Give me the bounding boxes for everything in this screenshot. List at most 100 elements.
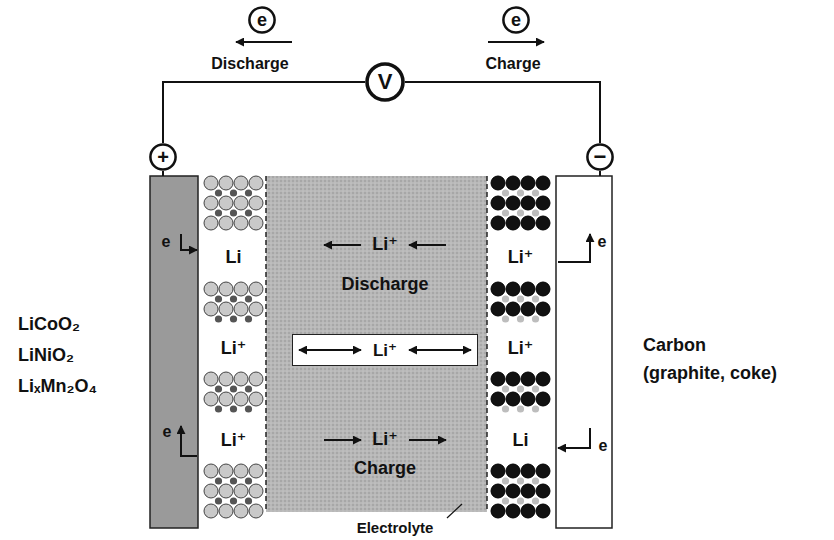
atom	[245, 189, 252, 196]
text-label: Charge	[485, 55, 540, 73]
atom	[536, 392, 550, 406]
atom	[491, 372, 505, 386]
atom	[219, 196, 233, 210]
text-label: Li⁺	[372, 235, 398, 255]
atom	[521, 196, 535, 210]
positive-collector	[150, 176, 198, 528]
text-label: e	[598, 233, 607, 251]
atom	[517, 295, 524, 302]
atom	[234, 176, 248, 190]
atom	[517, 189, 524, 196]
atom	[491, 196, 505, 210]
text-label: Charge	[354, 459, 416, 479]
text-label: LiCoO₂	[18, 315, 80, 335]
atom	[532, 209, 539, 216]
atom	[219, 282, 233, 296]
atom	[249, 392, 263, 406]
atom	[204, 196, 218, 210]
electron-arrow	[488, 41, 544, 43]
atom	[506, 392, 520, 406]
wire	[599, 171, 601, 176]
atom	[502, 315, 509, 322]
atom	[521, 484, 535, 498]
atom	[506, 484, 520, 498]
text-label: LiNiO₂	[18, 346, 74, 366]
atom	[234, 372, 248, 386]
ion-box: Li⁺	[292, 334, 478, 366]
atom	[521, 176, 535, 190]
negative-collector	[556, 176, 612, 528]
atom	[234, 302, 248, 316]
atom	[521, 392, 535, 406]
atom	[249, 464, 263, 478]
atom	[215, 477, 222, 484]
atom	[245, 209, 252, 216]
atom	[491, 176, 505, 190]
ion-arrow	[409, 349, 471, 351]
lithium-site: Li⁺	[202, 326, 265, 370]
atom	[491, 464, 505, 478]
atom	[491, 484, 505, 498]
atom	[491, 504, 505, 518]
lithium-site: Li⁺	[489, 326, 552, 370]
atom	[532, 497, 539, 504]
wire	[162, 171, 164, 176]
atom	[536, 282, 550, 296]
atom	[536, 176, 550, 190]
atom	[219, 302, 233, 316]
node-text: Li⁺	[508, 248, 534, 266]
atom	[234, 282, 248, 296]
atom	[249, 282, 263, 296]
atom	[502, 295, 509, 302]
atom	[506, 282, 520, 296]
wire	[163, 82, 365, 143]
atom	[204, 504, 218, 518]
atom	[517, 477, 524, 484]
circle-outline	[249, 7, 274, 32]
atom	[219, 176, 233, 190]
atom	[245, 497, 252, 504]
atom	[536, 484, 550, 498]
atom	[502, 385, 509, 392]
atom	[230, 295, 237, 302]
text-label: Discharge	[341, 275, 428, 295]
text-label: Discharge	[211, 55, 288, 73]
atom	[532, 315, 539, 322]
node-text: Li⁺	[508, 339, 534, 357]
atom	[506, 464, 520, 478]
atom	[536, 372, 550, 386]
ion-arrow	[409, 439, 446, 441]
electron-arrow	[181, 234, 197, 250]
atom	[491, 392, 505, 406]
atom	[215, 189, 222, 196]
lithium-site: Li⁺	[202, 418, 265, 462]
ion-arrow	[324, 244, 361, 246]
atom	[532, 405, 539, 412]
atom	[249, 372, 263, 386]
atom	[245, 405, 252, 412]
atom	[517, 497, 524, 504]
separator-line	[486, 176, 488, 512]
atom	[230, 497, 237, 504]
atom	[249, 302, 263, 316]
terminal-circle: −	[586, 143, 614, 171]
atom	[219, 484, 233, 498]
electron-arrow	[558, 428, 590, 448]
atom	[204, 282, 218, 296]
separator-line	[265, 176, 267, 512]
text-label: e	[599, 437, 608, 455]
atom	[536, 504, 550, 518]
terminal-circle: V	[365, 62, 405, 102]
text-label: e	[162, 233, 171, 251]
atom	[532, 385, 539, 392]
atom	[230, 385, 237, 392]
node-text: +	[157, 147, 169, 167]
node-text: Li⁺	[373, 342, 397, 359]
atom	[245, 385, 252, 392]
text-label: Carbon	[643, 336, 706, 356]
atom	[230, 477, 237, 484]
atom	[517, 405, 524, 412]
circle-outline	[367, 64, 403, 100]
atom	[536, 196, 550, 210]
atom	[215, 295, 222, 302]
